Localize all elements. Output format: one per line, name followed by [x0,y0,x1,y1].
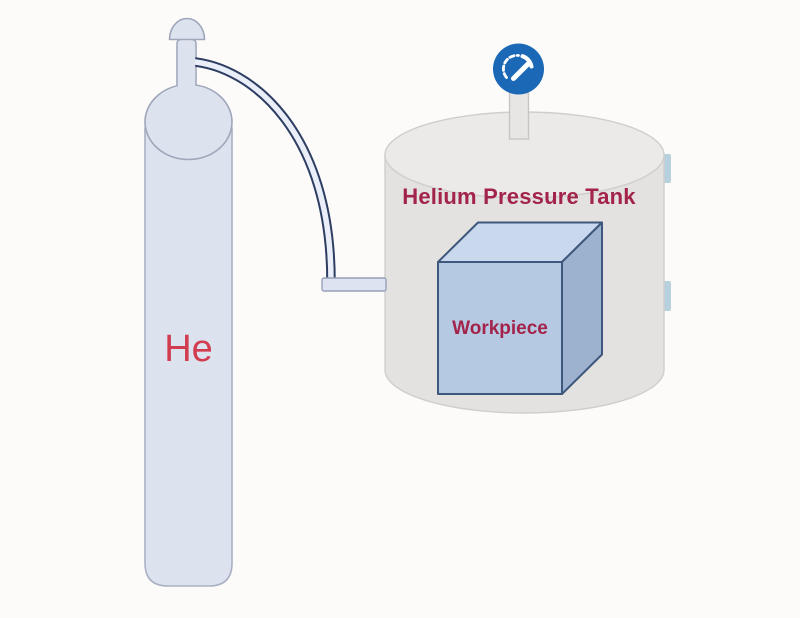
pressure-gauge-icon [493,43,544,95]
gauge-dial-arc-solid [520,54,534,69]
workpiece-cube [437,221,603,395]
cube-front-face [437,261,563,395]
workpiece-label: Workpiece [452,318,548,339]
pipe-connector [321,277,387,292]
tank-label: Helium Pressure Tank [402,184,636,209]
gauge-stem [508,92,530,140]
cylinder-body [144,127,233,587]
he-cylinder-label: He [164,328,213,370]
gauge-needle [511,61,531,81]
gauge-dial-circle [493,43,544,95]
valve-cap [168,17,206,41]
valve-stem-overlay [177,40,196,96]
gas-cylinder [144,17,336,587]
gauge-dial-arc [502,54,520,79]
gas-tube-inner [189,58,334,282]
